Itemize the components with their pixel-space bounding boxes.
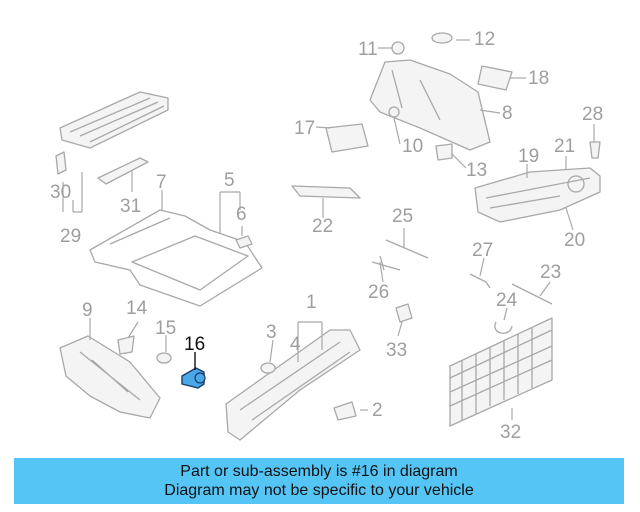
callout-28: 28 (582, 104, 603, 125)
callout-16: 16 (184, 334, 205, 355)
trunk-floor-mat (89, 209, 263, 307)
callout-4: 4 (290, 334, 301, 355)
callout-2: 2 (372, 400, 383, 421)
callout-6: 6 (236, 204, 247, 225)
parts-diagram: 1 2 3 4 5 6 7 8 9 10 11 12 13 14 15 16 1… (50, 29, 603, 443)
callout-7: 7 (156, 172, 167, 193)
bracket-33 (395, 303, 413, 323)
trim-strip-31 (97, 157, 149, 185)
callout-26: 26 (368, 282, 389, 303)
callout-17: 17 (294, 118, 315, 139)
callout-5: 5 (224, 170, 235, 191)
cargo-net (449, 317, 553, 427)
callout-10: 10 (402, 136, 423, 157)
callout-20: 20 (564, 230, 585, 251)
callout-27: 27 (472, 240, 493, 261)
callout-32: 32 (500, 422, 521, 443)
callout-29: 29 (60, 226, 81, 247)
quarter-trim-panel (325, 32, 513, 161)
callout-3: 3 (266, 322, 277, 343)
callout-24: 24 (496, 290, 518, 311)
bracket-22 (291, 185, 361, 199)
part-16-clip[interactable] (181, 367, 206, 389)
banner-line-2: Diagram may not be specific to your vehi… (164, 482, 474, 499)
tools (371, 239, 553, 334)
callout-13: 13 (466, 160, 487, 181)
callout-15: 15 (155, 318, 176, 339)
callout-23: 23 (540, 262, 561, 283)
banner-line-1: Part or sub-assembly is #16 in diagram (180, 463, 458, 480)
callout-18: 18 (528, 68, 549, 89)
callout-30: 30 (50, 182, 71, 203)
left-side-trim (59, 335, 276, 419)
callout-19: 19 (518, 146, 539, 167)
callout-22: 22 (312, 216, 333, 237)
callout-33: 33 (386, 340, 407, 361)
callout-31: 31 (120, 196, 141, 217)
callout-8: 8 (502, 103, 513, 124)
callout-labels: 1 2 3 4 5 6 7 8 9 10 11 12 13 14 15 16 1… (50, 29, 603, 443)
leader-lines (62, 39, 595, 420)
side-panel-assembly (474, 141, 601, 223)
rear-sill-panel (225, 329, 361, 441)
callout-25: 25 (392, 206, 413, 227)
callout-9: 9 (82, 300, 93, 321)
callout-11: 11 (358, 39, 378, 60)
callout-1: 1 (306, 292, 317, 313)
clip-30 (55, 151, 67, 175)
callout-12: 12 (474, 29, 495, 50)
callout-14: 14 (126, 298, 148, 319)
package-tray (59, 91, 169, 149)
info-banner: Part or sub-assembly is #16 in diagram D… (14, 458, 624, 504)
callout-21: 21 (554, 136, 575, 157)
